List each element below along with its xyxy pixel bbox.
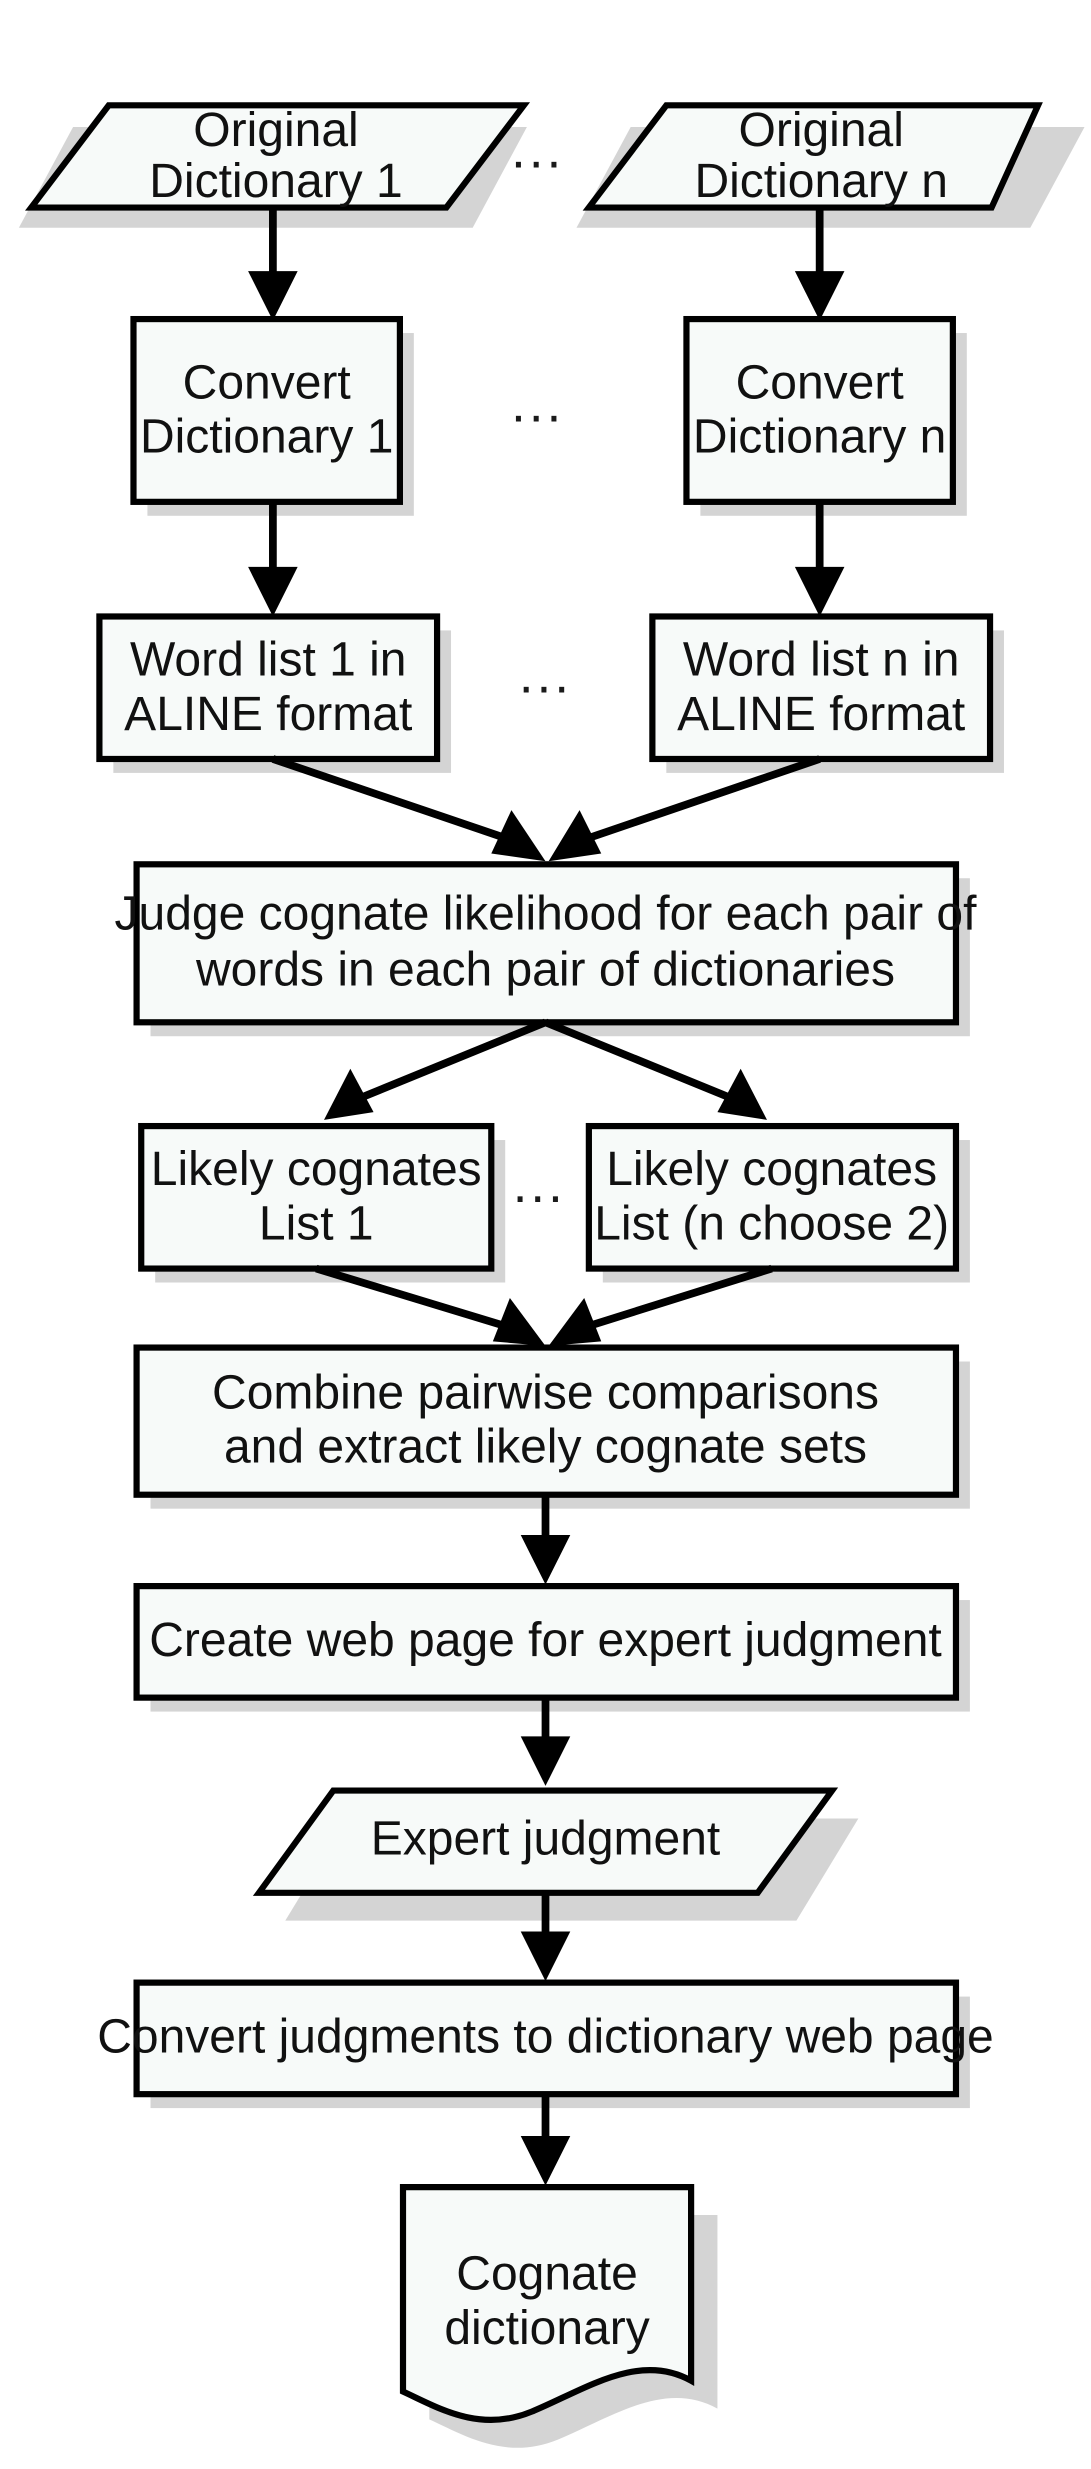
node-combine-pairwise[interactable]: Combine pairwise comparisons and extract… xyxy=(133,1344,970,1509)
edge-combine-to-webpage xyxy=(520,1494,571,1585)
node-convert-dictionary-n[interactable]: Convert Dictionary n xyxy=(683,315,967,516)
judge-cognate-likelihood-shape[interactable] xyxy=(133,861,960,1026)
combine-pairwise-line2: and extract likely cognate sets xyxy=(224,1420,867,1473)
node-likely-cognates-list-1[interactable]: Likely cognates List 1 xyxy=(138,1122,506,1283)
word-list-1-line2: ALINE format xyxy=(124,688,412,741)
expert-judgment-line1: Expert judgment xyxy=(371,1812,721,1865)
word-list-n-line2: ALINE format xyxy=(677,688,965,741)
edge-wordlist1-to-judge xyxy=(271,755,546,862)
node-expert-judgment[interactable]: Expert judgment xyxy=(252,1787,859,1921)
cognate-dictionary-line2: dictionary xyxy=(444,2302,649,2355)
word-list-1-shape[interactable] xyxy=(96,613,441,763)
convert-judgments-shape[interactable] xyxy=(133,1979,960,2098)
likely-cognates-list-1-line2: List 1 xyxy=(259,1197,374,1250)
original-dictionary-1-line1: Original xyxy=(193,104,358,157)
edge-convert1-to-wordlist1 xyxy=(248,501,298,617)
original-dictionary-1-line2: Dictionary 1 xyxy=(149,155,402,208)
word-list-1-line1: Word list 1 in xyxy=(130,634,407,687)
node-cognate-dictionary[interactable]: Cognate dictionary xyxy=(399,2183,718,2448)
edge-judge-to-cognates1 xyxy=(324,1018,547,1120)
expert-judgment-shape[interactable] xyxy=(252,1787,839,1896)
ellipsis-dictionaries-row: ... xyxy=(511,120,564,179)
likely-cognates-list-nc2-line1: Likely cognates xyxy=(606,1143,937,1196)
node-judge-cognate-likelihood[interactable]: Judge cognate likelihood for each pair o… xyxy=(115,861,978,1037)
ellipsis-convert-row: ... xyxy=(511,374,564,433)
likely-cognates-list-1-line1: Likely cognates xyxy=(151,1143,482,1196)
convert-dictionary-n-line1: Convert xyxy=(736,356,904,409)
node-create-web-page[interactable]: Create web page for expert judgment xyxy=(133,1583,970,1712)
edge-orign-to-convertn xyxy=(794,207,845,321)
original-dictionary-n-line1: Original xyxy=(739,104,904,157)
word-list-n-line1: Word list n in xyxy=(683,634,960,687)
edge-webpage-to-expert xyxy=(520,1697,571,1786)
convert-judgments-line1: Convert judgments to dictionary web page xyxy=(97,2011,994,2064)
edge-expert-to-convertjudgments xyxy=(520,1892,571,1982)
node-word-list-1[interactable]: Word list 1 in ALINE format xyxy=(96,613,452,773)
convert-dictionary-1-shape[interactable] xyxy=(130,315,403,505)
original-dictionary-1-shape[interactable] xyxy=(25,102,531,211)
ellipsis-cognates-row: ... xyxy=(513,1155,566,1214)
edge-orig1-to-convert1 xyxy=(248,207,298,321)
convert-dictionary-n-line2: Dictionary n xyxy=(693,411,946,464)
original-dictionary-n-line2: Dictionary n xyxy=(694,155,947,208)
combine-pairwise-shape[interactable] xyxy=(133,1344,960,1498)
convert-dictionary-n-shape[interactable] xyxy=(683,315,956,505)
likely-cognates-list-nc2-line2: List (n choose 2) xyxy=(594,1197,949,1250)
edge-convertjudgments-to-cognatedict xyxy=(520,2094,571,2186)
edge-convertn-to-wordlistn xyxy=(794,501,845,617)
node-original-dictionary-n[interactable]: Original Dictionary n xyxy=(576,102,1085,228)
judge-cognate-likelihood-line2: words in each pair of dictionaries xyxy=(195,943,895,996)
create-web-page-shape[interactable] xyxy=(133,1583,960,1701)
node-convert-dictionary-1[interactable]: Convert Dictionary 1 xyxy=(130,315,414,516)
node-likely-cognates-list-nc2[interactable]: Likely cognates List (n choose 2) xyxy=(585,1122,970,1283)
cognate-dictionary-line1: Cognate xyxy=(456,2248,637,2301)
combine-pairwise-line1: Combine pairwise comparisons xyxy=(212,1366,879,1419)
node-convert-judgments[interactable]: Convert judgments to dictionary web page xyxy=(97,1979,994,2109)
judge-cognate-likelihood-line1: Judge cognate likelihood for each pair o… xyxy=(115,888,978,941)
edge-judge-to-cognates-nc2 xyxy=(544,1018,767,1120)
ellipsis-wordlist-row: ... xyxy=(519,645,572,704)
convert-dictionary-1-line1: Convert xyxy=(183,356,351,409)
edge-cognatesnc2-to-combine xyxy=(548,1264,773,1347)
create-web-page-line1: Create web page for expert judgment xyxy=(149,1614,941,1667)
edge-wordlistn-to-judge xyxy=(548,755,821,862)
word-list-n-shape[interactable] xyxy=(649,613,994,763)
likely-cognates-list-nc2-shape[interactable] xyxy=(585,1122,960,1272)
original-dictionary-n-shape[interactable] xyxy=(582,102,1043,211)
edge-cognates1-to-combine xyxy=(315,1264,546,1347)
node-word-list-n[interactable]: Word list n in ALINE format xyxy=(649,613,1004,773)
likely-cognates-list-1-shape[interactable] xyxy=(138,1122,495,1272)
cognate-dictionary-shape[interactable] xyxy=(399,2183,695,2423)
convert-dictionary-1-line2: Dictionary 1 xyxy=(140,411,393,464)
node-original-dictionary-1[interactable]: Original Dictionary 1 xyxy=(18,102,531,228)
